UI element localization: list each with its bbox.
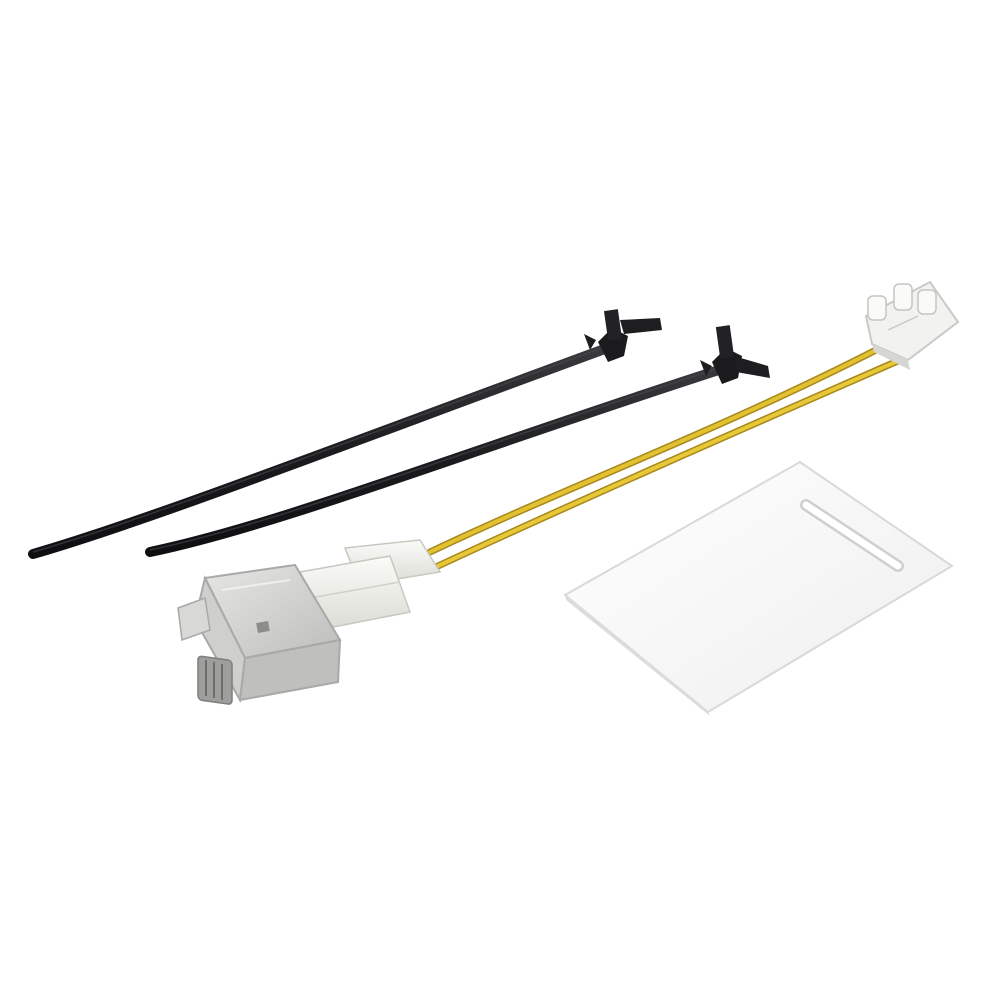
cable-tie-2-head [700,325,770,384]
cable-tie-2 [145,325,770,557]
white-terminal-block [864,280,960,370]
yellow-wire-pair [426,344,904,570]
insulating-sheet [563,460,954,716]
grey-plug-connector [177,563,342,705]
sheet-slot [800,499,904,572]
wire-sleeves [299,539,442,631]
cable-tie-1 [28,309,662,559]
cable-tie-1-head [584,309,662,362]
plug-pins [197,655,233,705]
